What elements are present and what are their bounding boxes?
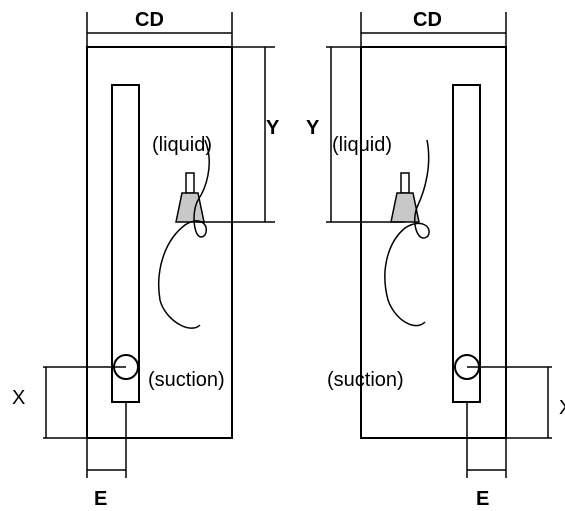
- left-suction-label: (suction): [148, 369, 225, 391]
- right-nozzle-cone: [390, 192, 420, 223]
- left-x-label: X: [12, 387, 25, 409]
- right-x-label: X: [559, 397, 565, 419]
- right-suction-label: (suction): [327, 369, 404, 391]
- left-y-label: Y: [266, 117, 280, 139]
- right-cd-label: CD: [413, 9, 442, 31]
- right-plate-outline: [360, 46, 507, 439]
- left-liquid-tube: [158, 139, 210, 329]
- left-nozzle-stem: [185, 172, 195, 194]
- right-liquid-tube: [384, 139, 430, 327]
- left-panel: CD (suction) X E (liquid) Y: [12, 9, 280, 510]
- right-panel: CD (suction) X E (liquid) Y: [306, 9, 565, 510]
- left-plate-outline: [86, 46, 233, 439]
- left-liquid-label: (liquid): [152, 134, 212, 156]
- right-y-label: Y: [306, 117, 320, 139]
- left-cd-label: CD: [135, 9, 164, 31]
- right-nozzle-stem: [400, 172, 410, 194]
- right-liquid-label: (liquid): [332, 134, 392, 156]
- left-e-label: E: [94, 488, 107, 510]
- right-e-label: E: [476, 488, 489, 510]
